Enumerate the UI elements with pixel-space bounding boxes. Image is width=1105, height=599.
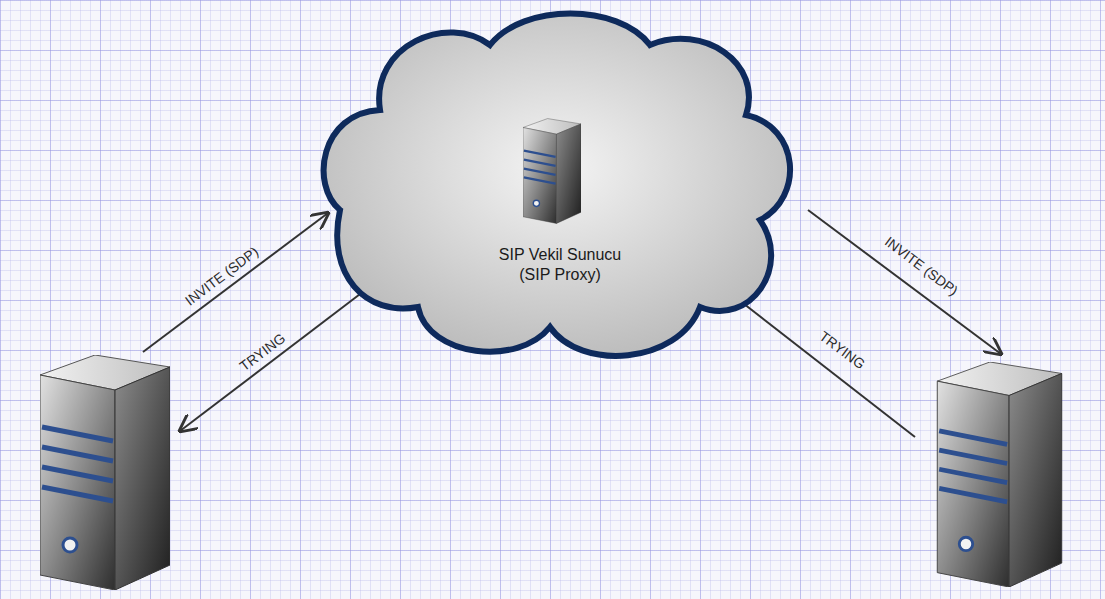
message-label: INVITE (SDP)	[182, 243, 261, 308]
trying-arrow	[180, 288, 368, 431]
server-icon	[937, 362, 1061, 587]
server-icon	[523, 119, 581, 224]
invite-arrow	[808, 210, 1001, 354]
cloud-shape	[318, 5, 796, 367]
message-label: INVITE (SDP)	[882, 233, 961, 298]
trying-arrow	[730, 293, 915, 437]
server-icon	[40, 355, 170, 590]
proxy-cloud: SIP Vekil Sunucu (SIP Proxy)	[318, 5, 796, 367]
invite-arrow	[143, 213, 328, 352]
node-title: SIP Vekil Sunucu (SIP Proxy)	[485, 245, 635, 285]
